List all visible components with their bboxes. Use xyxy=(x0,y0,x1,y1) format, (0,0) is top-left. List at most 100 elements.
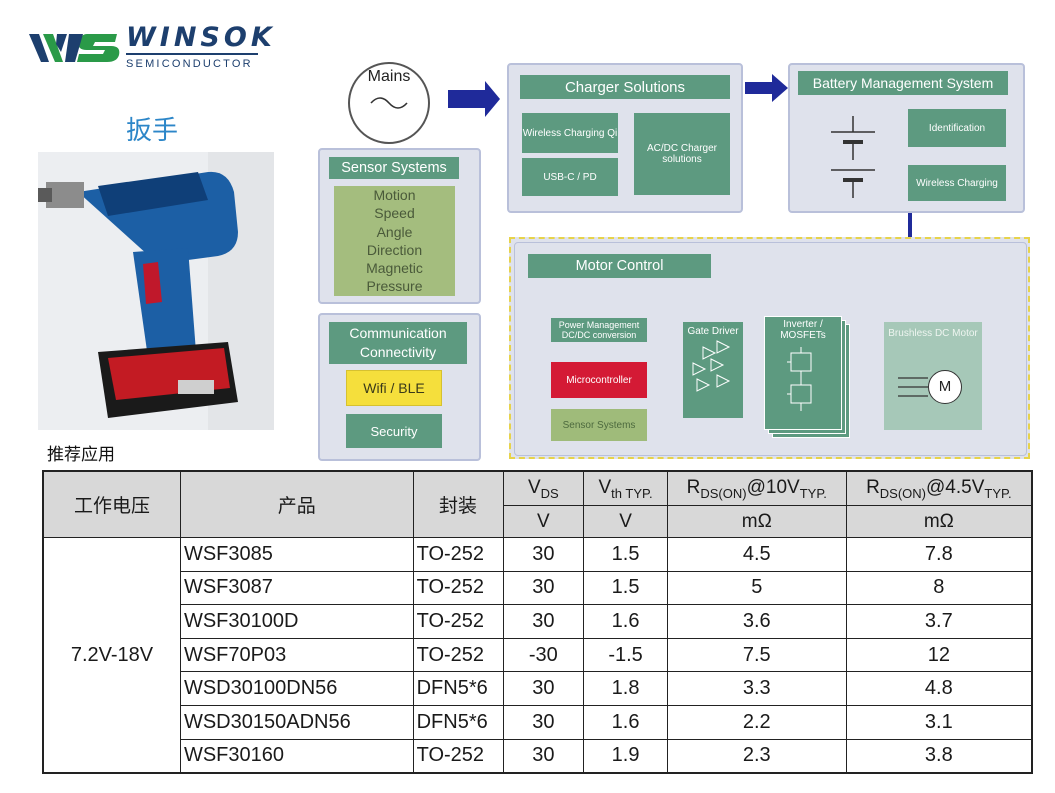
mains-label: Mains xyxy=(367,68,411,85)
voltage-range-cell: 7.2V-18V xyxy=(42,537,181,774)
header-rds-4v5: RDS(ON)@4.5VTYP. xyxy=(845,470,1033,506)
product-cell: WSD30100DN56 xyxy=(179,671,414,706)
product-cell: WSF3085 xyxy=(179,537,414,572)
motor-leads-icon xyxy=(898,377,928,397)
rds-4v5-cell: 3.7 xyxy=(845,604,1033,639)
motor-sensor-systems-block: Sensor Systems xyxy=(551,409,647,441)
recommended-products-table: 工作电压 产品 封装 VDS Vth TYP. RDS(ON)@10VTYP. … xyxy=(42,470,1033,775)
brushless-dc-motor-block: Brushless DC Motor M xyxy=(884,322,982,430)
sensor-item-pressure: Pressure xyxy=(366,278,423,295)
rds-4v5-cell: 8 xyxy=(845,570,1033,606)
table-row: WSF70P03 TO-252 -30 -1.5 7.5 12 xyxy=(43,637,1033,673)
motor-symbol-icon: M xyxy=(928,370,962,404)
arrow-mains-to-charger xyxy=(448,81,500,117)
table-row: 7.2V-18V WSF3085 TO-252 30 1.5 4.5 7.8 xyxy=(42,537,1033,774)
package-cell: TO-252 xyxy=(412,738,504,774)
winsok-logo xyxy=(25,22,265,74)
vth-cell: 1.6 xyxy=(583,704,668,740)
bldc-label: Brushless DC Motor xyxy=(888,328,978,339)
sensor-item-motion: Motion xyxy=(373,187,416,203)
vth-cell: 1.8 xyxy=(583,671,668,706)
table-row: WSF3087 TO-252 30 1.5 5 8 xyxy=(43,570,1033,606)
vds-cell: 30 xyxy=(502,671,585,706)
brand-name: WINSOK xyxy=(126,22,276,53)
sensor-list: Motion Speed Angle Direction Magnetic Pr… xyxy=(334,186,455,296)
rds-4v5-cell: 4.8 xyxy=(845,671,1033,706)
sensor-item-magnetic: Magnetic xyxy=(366,260,423,277)
rds-10v-cell: 2.3 xyxy=(666,738,847,774)
header-package: 封装 xyxy=(412,470,504,538)
recommended-application-label: 推荐应用 xyxy=(47,445,115,465)
rds-10v-cell: 5 xyxy=(666,570,847,606)
rds-10v-cell: 7.5 xyxy=(666,637,847,673)
vth-cell: -1.5 xyxy=(583,637,668,673)
table-row: WSD30150ADN56 DFN5*6 30 1.6 2.2 3.1 xyxy=(43,704,1033,740)
header-voltage: 工作电压 xyxy=(42,470,181,538)
arrow-charger-to-bms xyxy=(745,74,788,102)
brand-subtitle: SEMICONDUCTOR xyxy=(126,58,253,70)
gate-driver-block: Gate Driver xyxy=(683,322,743,418)
table-units-row: V V mΩ mΩ xyxy=(43,505,1033,538)
rds-10v-cell: 3.3 xyxy=(666,671,847,706)
usb-c-pd-block: USB-C / PD xyxy=(522,158,618,196)
product-title: 扳手 xyxy=(126,116,179,146)
mosfet-symbol-icon xyxy=(787,347,812,411)
header-vds: VDS xyxy=(502,470,585,506)
rds-4v5-cell: 3.1 xyxy=(845,704,1033,740)
motor-control-title: Motor Control xyxy=(528,254,711,278)
vds-cell: 30 xyxy=(502,570,585,606)
vds-cell: 30 xyxy=(502,604,585,639)
sensor-item-speed: Speed xyxy=(374,205,415,222)
inverter-mosfets-block: Inverter / MOSFETs xyxy=(764,316,842,430)
table-row: WSD30100DN56 DFN5*6 30 1.8 3.3 4.8 xyxy=(43,671,1033,706)
ac-wave-icon xyxy=(370,97,408,109)
table-header-row: 工作电压 产品 封装 VDS Vth TYP. RDS(ON)@10VTYP. … xyxy=(42,470,1033,538)
header-vth: Vth TYP. xyxy=(583,470,668,506)
vds-cell: 30 xyxy=(502,537,585,572)
product-cell: WSF3087 xyxy=(179,570,414,606)
rds-10v-cell: 3.6 xyxy=(666,604,847,639)
package-cell: TO-252 xyxy=(412,637,504,673)
bms-title: Battery Management System xyxy=(798,71,1008,95)
identification-block: Identification xyxy=(908,109,1006,147)
package-cell: DFN5*6 xyxy=(412,704,504,740)
charger-solutions-title: Charger Solutions xyxy=(520,75,730,99)
package-cell: TO-252 xyxy=(412,604,504,639)
header-product: 产品 xyxy=(179,470,414,538)
package-cell: TO-252 xyxy=(412,570,504,606)
rds-10v-cell: 4.5 xyxy=(666,537,847,572)
communication-title: Communication Connectivity xyxy=(329,322,467,364)
sensor-item-angle: Angle xyxy=(376,223,413,240)
vth-cell: 1.6 xyxy=(583,604,668,639)
sensor-systems-title: Sensor Systems xyxy=(329,157,459,179)
unit-vth: V xyxy=(583,505,668,538)
product-cell: WSF30160 xyxy=(179,738,414,774)
battery-symbol-icon xyxy=(831,116,875,198)
product-cell: WSF70P03 xyxy=(179,637,414,673)
table-row: WSF30100D TO-252 30 1.6 3.6 3.7 xyxy=(43,604,1033,639)
unit-vds: V xyxy=(502,505,585,538)
acdc-charger-block: AC/DC Charger solutions xyxy=(634,113,730,195)
unit-rds-10v: mΩ xyxy=(666,505,847,538)
vth-cell: 1.9 xyxy=(583,738,668,774)
impact-wrench-photo xyxy=(38,152,274,430)
power-management-block: Power Management DC/DC conversion xyxy=(551,318,647,342)
vds-cell: 30 xyxy=(502,704,585,740)
microcontroller-block: Microcontroller xyxy=(551,362,647,398)
bms-wireless-charging-block: Wireless Charging xyxy=(908,165,1006,201)
rds-4v5-cell: 3.8 xyxy=(845,738,1033,774)
gate-driver-symbol-icon xyxy=(692,340,731,392)
logo-mark-icon xyxy=(29,34,120,62)
vds-cell: 30 xyxy=(502,738,585,774)
table-row: WSF30160 TO-252 30 1.9 2.3 3.8 xyxy=(43,738,1033,774)
inverter-label: Inverter / MOSFETs xyxy=(780,319,826,341)
wifi-ble-block: Wifi / BLE xyxy=(346,370,442,406)
vth-cell: 1.5 xyxy=(583,570,668,606)
brand-divider xyxy=(126,53,258,55)
security-block: Security xyxy=(346,414,442,448)
rds-10v-cell: 2.2 xyxy=(666,704,847,740)
header-rds-10v: RDS(ON)@10VTYP. xyxy=(666,470,847,506)
gate-driver-label: Gate Driver xyxy=(687,326,739,337)
sensor-item-direction: Direction xyxy=(366,241,423,258)
product-cell: WSF30100D xyxy=(179,604,414,639)
